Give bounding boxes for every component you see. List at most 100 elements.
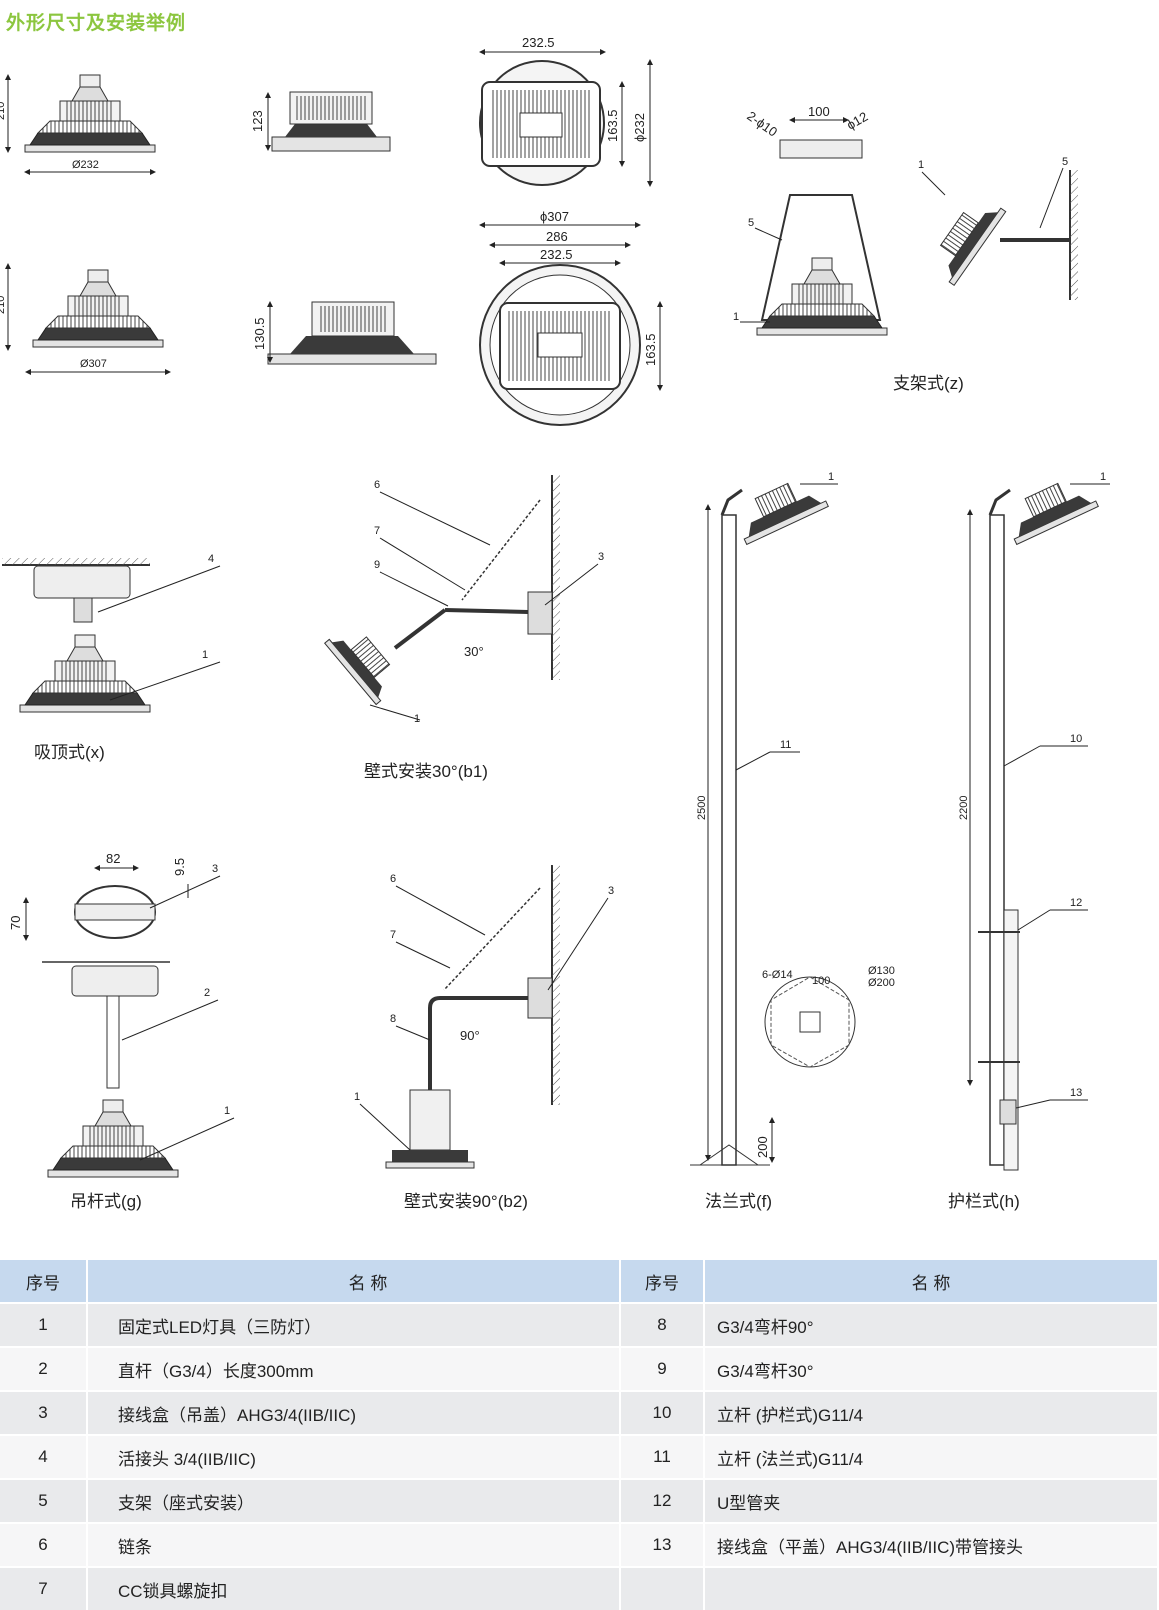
tag: 1: [828, 471, 834, 483]
tag: 5: [1062, 156, 1068, 168]
parts-table: 序号 名 称 序号 名 称 1 固定式LED灯具（三防灯） 8 G3/4弯杆90…: [0, 1260, 1159, 1610]
tag: 6: [374, 479, 380, 491]
dim-hole: ϕ12: [844, 109, 870, 133]
table-row: 1 固定式LED灯具（三防灯） 8 G3/4弯杆90°: [0, 1302, 1159, 1347]
dim-width: 232.5: [522, 35, 555, 50]
dim-height: 2500: [696, 796, 708, 820]
dim-diameter: ϕ307: [540, 209, 569, 224]
ceiling-mount-drawing: 4 1 吸顶式(x): [2, 553, 221, 762]
cell: [704, 1566, 1159, 1610]
cell: 活接头 3/4(IIB/IIC): [87, 1434, 621, 1479]
cell: 支架（座式安装）: [87, 1478, 621, 1523]
cell: 13: [620, 1522, 705, 1567]
dim-width: 232.5: [540, 247, 573, 262]
cell: 立杆 (护栏式)G11/4: [704, 1390, 1159, 1435]
dim-height: 130.5: [252, 317, 267, 350]
column-header: 序号: [0, 1260, 88, 1303]
tag: 3: [608, 885, 614, 897]
lamp-232-side-view: 210 Ø232: [0, 74, 156, 175]
tag: 1: [733, 311, 739, 323]
tag: 11: [780, 739, 791, 751]
section-heading: 外形尺寸及安装举例: [6, 12, 187, 34]
angle: 90°: [460, 1028, 480, 1043]
table-row: 4 活接头 3/4(IIB/IIC) 11 立杆 (法兰式)G11/4: [0, 1434, 1159, 1479]
dim-height: 200: [755, 1136, 770, 1158]
flange-mount-drawing: 2500 200 1 11 6-Ø14 100 Ø130 Ø200 法兰式(f): [690, 471, 895, 1211]
dim-diameter: Ø307: [80, 358, 107, 370]
cell: U型管夹: [704, 1478, 1159, 1523]
cell: 1: [0, 1302, 88, 1347]
dim-height: 9.5: [172, 858, 187, 876]
cell: 立杆 (法兰式)G11/4: [704, 1434, 1159, 1479]
tag: 12: [1070, 897, 1082, 909]
column-header: 名 称: [704, 1260, 1159, 1303]
lamp-307-front-view: 130.5: [252, 301, 437, 365]
tag: 7: [390, 929, 396, 941]
cell: 5: [0, 1478, 88, 1523]
cell: 3: [0, 1390, 88, 1435]
cell: 11: [620, 1434, 705, 1479]
caption: 法兰式(f): [705, 1192, 772, 1211]
table-row: 3 接线盒（吊盖）AHG3/4(IIB/IIC) 10 立杆 (护栏式)G11/…: [0, 1390, 1159, 1435]
column-header: 名 称: [87, 1260, 621, 1303]
dim-diameter: ϕ232: [632, 113, 647, 142]
wall-mount-30-drawing: 30° 6 7 9 3 1 壁式安装30°(b1): [323, 475, 604, 781]
caption: 壁式安装30°(b1): [364, 762, 488, 781]
cell: 2: [0, 1346, 88, 1391]
cell: 接线盒（平盖）AHG3/4(IIB/IIC)带管接头: [704, 1522, 1159, 1567]
table-row: 6 链条 13 接线盒（平盖）AHG3/4(IIB/IIC)带管接头: [0, 1522, 1159, 1567]
caption: 吸顶式(x): [34, 743, 105, 762]
angle: 30°: [464, 644, 484, 659]
dim-height: 210: [0, 296, 7, 314]
bracket-mount-drawing: 100 2-ϕ10 ϕ12 5 1 支架式(z): [733, 104, 964, 393]
tag: 13: [1070, 1087, 1082, 1099]
cell: 7: [0, 1566, 88, 1610]
lamp-232-front-view: 123: [250, 91, 391, 152]
tag: 7: [374, 525, 380, 537]
tag: 4: [208, 553, 214, 565]
cell: 8: [620, 1302, 705, 1347]
tag: 2: [204, 987, 210, 999]
tag: 3: [212, 863, 218, 875]
caption: 支架式(z): [893, 374, 964, 393]
dim-holes: 2-ϕ10: [744, 108, 780, 139]
dim-width: 286: [546, 229, 568, 244]
bracket-mount-side-drawing: 1 5: [918, 156, 1078, 300]
dim-height: 163.5: [643, 333, 658, 366]
tag: 1: [918, 159, 924, 171]
cell: [620, 1566, 705, 1610]
dim-height: 123: [250, 110, 265, 132]
guardrail-mount-drawing: 2200 1 10 12 13 护栏式(h): [948, 471, 1110, 1211]
tag: 10: [1070, 733, 1082, 745]
table-row: 5 支架（座式安装） 12 U型管夹: [0, 1478, 1159, 1523]
cell: 4: [0, 1434, 88, 1479]
cell: CC锁具螺旋扣: [87, 1566, 621, 1610]
dim-diameter: Ø130: [868, 965, 895, 977]
cell: G3/4弯杆30°: [704, 1346, 1159, 1391]
pendant-rod-drawing: 82 9.5 70 3 2 1 吊杆式(g): [8, 851, 235, 1211]
tag: 3: [598, 551, 604, 563]
cell: G3/4弯杆90°: [704, 1302, 1159, 1347]
tag: 1: [224, 1105, 230, 1117]
tag: 6: [390, 873, 396, 885]
lamp-232-top-view: 232.5 163.5 ϕ232: [479, 35, 653, 187]
column-header: 序号: [620, 1260, 705, 1303]
dim-diameter: Ø232: [72, 159, 99, 171]
tag: 1: [354, 1091, 360, 1103]
caption: 壁式安装90°(b2): [404, 1192, 528, 1211]
table-row: 7 CC锁具螺旋扣: [0, 1566, 1159, 1610]
dim-height: 210: [0, 102, 7, 120]
cell: 10: [620, 1390, 705, 1435]
tag: 1: [202, 649, 208, 661]
cell: 固定式LED灯具（三防灯）: [87, 1302, 621, 1347]
dim-height: 163.5: [605, 109, 620, 142]
dim-height: 2200: [958, 796, 970, 820]
tag: 9: [374, 559, 380, 571]
cell: 6: [0, 1522, 88, 1567]
cell: 12: [620, 1478, 705, 1523]
dim-width: 82: [106, 851, 120, 866]
cell: 链条: [87, 1522, 621, 1567]
tag: 5: [748, 217, 754, 229]
wall-mount-90-drawing: 90° 6 7 3 8 1 壁式安装90°(b2): [354, 865, 614, 1211]
dim-spacing: 100: [812, 975, 830, 987]
